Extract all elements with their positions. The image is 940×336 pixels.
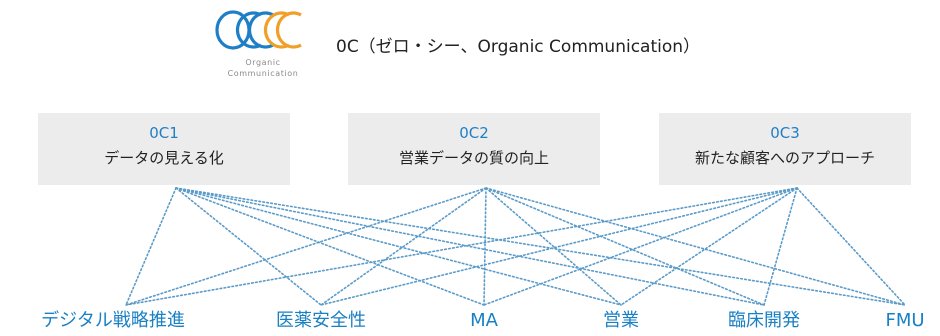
connector-line bbox=[175, 187, 906, 306]
logo-caption-communication: Communication bbox=[227, 69, 299, 78]
connector-line bbox=[175, 187, 765, 306]
dept-ma: MA bbox=[470, 310, 498, 331]
connector-line bbox=[485, 187, 765, 306]
dept-sales: 営業 bbox=[603, 310, 639, 331]
logo-caption: Organic Communication bbox=[213, 57, 313, 79]
connector-line bbox=[485, 187, 906, 306]
pillar-0c2: 0C2 営業データの質の向上 bbox=[348, 113, 600, 185]
tagline: 0C（ゼロ・シー、Organic Communication） bbox=[336, 37, 701, 57]
dept-digital-strategy: デジタル戦略推進 bbox=[41, 310, 185, 331]
connector-line bbox=[125, 187, 487, 306]
dept-fmu: FMU bbox=[885, 310, 925, 331]
pillar-title: データの見える化 bbox=[104, 149, 224, 167]
connector-line bbox=[175, 187, 622, 306]
connector-line bbox=[175, 187, 322, 306]
logo-arc-c4 bbox=[263, 11, 290, 49]
logo-arc-o bbox=[215, 10, 251, 50]
connector-line bbox=[483, 187, 798, 306]
pillar-title: 新たな顧客へのアプローチ bbox=[694, 149, 875, 167]
connector-line bbox=[125, 187, 798, 306]
connector-line bbox=[483, 187, 487, 306]
pillar-code: 0C1 bbox=[149, 124, 179, 142]
connector-line bbox=[320, 187, 798, 306]
logo-caption-organic: Organic bbox=[245, 58, 281, 67]
connector-line bbox=[175, 187, 485, 306]
logo-arc-c2 bbox=[235, 11, 262, 49]
pillar-code: 0C2 bbox=[459, 124, 489, 142]
pillar-0c3: 0C3 新たな顧客へのアプローチ bbox=[659, 113, 911, 185]
logo-mark bbox=[215, 10, 302, 50]
occc-logo: Organic Communication bbox=[213, 6, 323, 96]
pillar-code: 0C3 bbox=[770, 124, 800, 142]
connector-line bbox=[763, 187, 798, 306]
connector-line bbox=[796, 187, 906, 306]
logo-arc-c3 bbox=[275, 11, 302, 49]
connector-line bbox=[320, 187, 487, 306]
connector-line bbox=[485, 187, 622, 306]
dept-clinical-development: 臨床開発 bbox=[728, 310, 800, 331]
dept-pharmacovigilance: 医薬安全性 bbox=[276, 310, 366, 331]
logo-arc-c1 bbox=[247, 11, 274, 49]
pillar-title: 営業データの質の向上 bbox=[398, 149, 549, 167]
connector-line bbox=[125, 187, 177, 306]
connector-line bbox=[620, 187, 798, 306]
pillar-0c1: 0C1 データの見える化 bbox=[38, 113, 290, 185]
